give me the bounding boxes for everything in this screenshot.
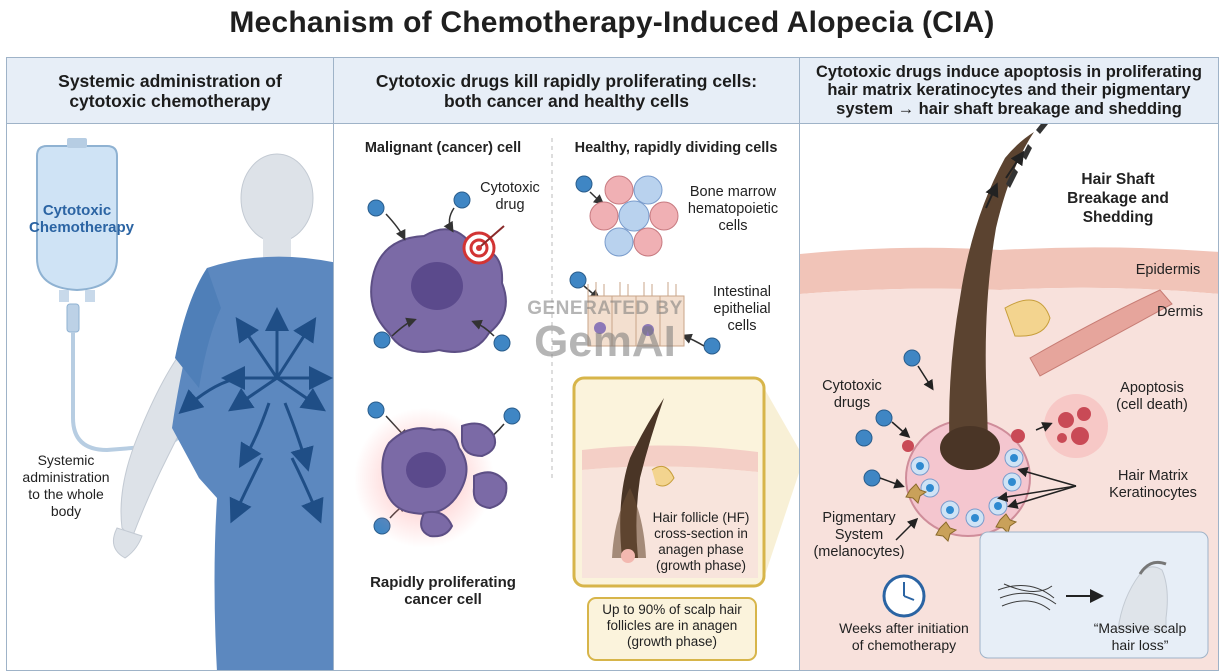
pigment-line3: (melanocytes) xyxy=(813,544,905,560)
weeks-line2: of chemotherapy xyxy=(851,637,957,653)
balding-head-icon xyxy=(1117,560,1168,631)
matrix-label: Hair Matrix Keratinocytes xyxy=(1090,468,1216,502)
bone-line2: hematopoietic xyxy=(687,201,779,217)
shed-hair-icon xyxy=(997,583,1057,611)
patient-illustration xyxy=(36,138,333,670)
hf-line1: Hair follicle (HF) xyxy=(652,510,750,525)
breakage-line3: Shedding xyxy=(1082,209,1154,226)
panel2-header: Cytotoxic drugs kill rapidly proliferati… xyxy=(334,58,799,124)
systemic-spread-arrows xyxy=(178,307,333,524)
pigment-line1: Pigmentary xyxy=(822,510,896,526)
cytotoxic3-line2: drugs xyxy=(833,395,871,411)
apoptosis-label: Apoptosis (cell death) xyxy=(1104,380,1200,414)
hf-line2: cross-section in xyxy=(654,526,748,541)
healthy-title: Healthy, rapidly dividing cells xyxy=(574,140,778,156)
panel3-header-line3: system → hair shaft breakage and sheddin… xyxy=(836,99,1182,118)
clock-icon xyxy=(882,574,926,618)
loss-line1: “Massive scalp xyxy=(1093,620,1187,636)
matrix-line2: Keratinocytes xyxy=(1109,485,1197,501)
panel1-header-line1: Systemic administration of xyxy=(58,70,282,91)
intestinal-label: Intestinal epithelial cells xyxy=(690,284,794,335)
intestinal-epithelium-icon xyxy=(587,282,685,347)
hf-label: Hair follicle (HF) cross-section in anag… xyxy=(642,510,760,574)
rapid-line2: cancer cell xyxy=(404,591,482,608)
panel2-header-line1: Cytotoxic drugs kill rapidly proliferati… xyxy=(375,70,758,91)
watermark: GENERATED BY GemAI xyxy=(520,298,690,364)
bone-marrow-label: Bone marrow hematopoietic cells xyxy=(678,184,788,235)
hair-loss-label: “Massive scalp hair loss” xyxy=(1076,620,1204,654)
panel-apoptosis: Cytotoxic drugs induce apoptosis in prol… xyxy=(799,57,1219,671)
apoptotic-bodies-icon xyxy=(1057,407,1091,445)
target-icon xyxy=(462,225,505,265)
cell-illustrations xyxy=(354,138,799,661)
hf-line3: anagen phase xyxy=(658,542,744,557)
apoptosis-line2: (cell death) xyxy=(1116,397,1188,413)
bone-marrow-cells-icon xyxy=(589,175,679,257)
malignant-title: Malignant (cancer) cell xyxy=(364,140,522,156)
cytotoxic3-line1: Cytotoxic xyxy=(822,378,882,394)
anagen-line1: Up to 90% of scalp hair xyxy=(602,602,742,617)
panel1-header-line2: cytotoxic chemotherapy xyxy=(69,90,271,111)
intestinal-line2: epithelial xyxy=(713,301,771,317)
iv-bag-label: Cytotoxic Chemotherapy xyxy=(29,202,135,236)
iv-bag-icon xyxy=(36,145,118,292)
rapidly-proliferating-label: Rapidly proliferating cancer cell xyxy=(340,574,546,608)
page-title: Mechanism of Chemotherapy-Induced Alopec… xyxy=(229,6,995,39)
panel3-header: Cytotoxic drugs induce apoptosis in prol… xyxy=(800,58,1218,124)
cytotoxic-drug-label: Cytotoxic drug xyxy=(468,180,552,214)
drug-molecules-panel3 xyxy=(855,349,921,487)
panel-cytotoxic-kill: Cytotoxic drugs kill rapidly proliferati… xyxy=(333,57,800,671)
dermis-label: Dermis xyxy=(1157,304,1203,320)
panel3-header-line2: hair matrix keratinocytes and their pigm… xyxy=(827,81,1191,100)
melanocytes-icon xyxy=(905,483,1018,542)
admin-line2: administration xyxy=(22,469,110,485)
anagen-line3: (growth phase) xyxy=(626,634,718,649)
epidermis-label: Epidermis xyxy=(1135,262,1201,278)
cytotoxic-drugs-label: Cytotoxic drugs xyxy=(808,378,896,412)
pigment-line2: System xyxy=(834,527,884,543)
matrix-line1: Hair Matrix xyxy=(1117,468,1189,484)
weeks-line1: Weeks after initiation xyxy=(839,620,969,636)
breakage-line1: Hair Shaft xyxy=(1081,171,1155,188)
apoptosis-line1: Apoptosis xyxy=(1120,380,1184,396)
pigmentary-label: Pigmentary System (melanocytes) xyxy=(804,510,914,561)
bone-line3: cells xyxy=(718,218,748,234)
watermark-line1: GENERATED BY xyxy=(527,298,683,319)
breakage-label: Hair Shaft Breakage and Shedding xyxy=(1054,170,1182,227)
intestinal-line3: cells xyxy=(727,318,757,334)
weeks-label: Weeks after initiation of chemotherapy xyxy=(820,620,988,654)
bone-line1: Bone marrow xyxy=(689,184,777,200)
anagen-note: Up to 90% of scalp hair follicles are in… xyxy=(590,602,754,650)
breakage-line2: Breakage and xyxy=(1067,190,1169,207)
intestinal-line1: Intestinal xyxy=(712,284,772,300)
cytotoxic-drug-line1: Cytotoxic xyxy=(480,180,540,196)
systemic-admin-label: Systemic administration to the whole bod… xyxy=(11,452,121,520)
admin-line3: to the whole xyxy=(28,486,104,502)
iv-bag-label-line2: Chemotherapy xyxy=(29,219,135,236)
anagen-note-box xyxy=(587,597,757,661)
admin-line4: body xyxy=(50,503,82,519)
hair-shaft-icon xyxy=(949,132,1034,458)
admin-line1: Systemic xyxy=(37,452,95,468)
anagen-line2: follicles are in anagen xyxy=(606,618,738,633)
panel2-header-line2: both cancer and healthy cells xyxy=(443,90,690,111)
panel3-header-line1: Cytotoxic drugs induce apoptosis in prol… xyxy=(816,62,1202,81)
rapid-line1: Rapidly proliferating xyxy=(370,574,516,591)
hf-line4: (growth phase) xyxy=(655,558,747,573)
iv-bag-label-line1: Cytotoxic xyxy=(42,202,112,219)
follicle-illustration xyxy=(800,120,1218,670)
watermark-line2: GemAI xyxy=(534,317,676,366)
dying-cells xyxy=(902,429,1025,452)
loss-line2: hair loss” xyxy=(1111,637,1169,653)
cytotoxic-drug-line2: drug xyxy=(495,197,525,213)
